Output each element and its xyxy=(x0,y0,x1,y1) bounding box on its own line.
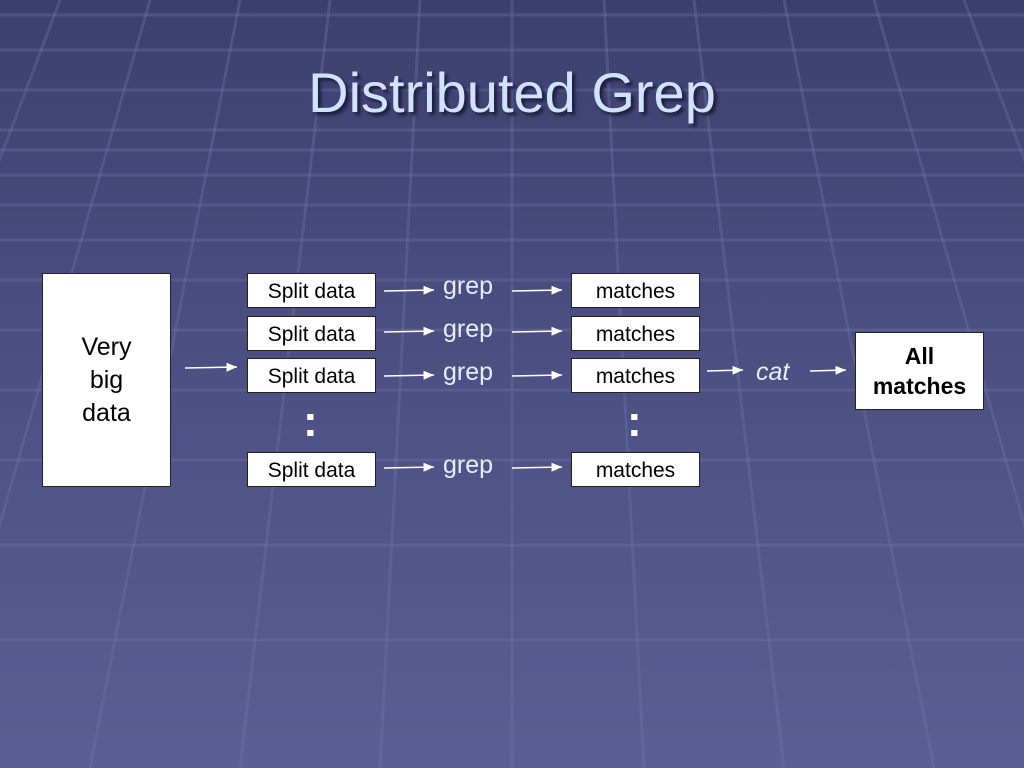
matches-box-4: matches xyxy=(571,452,700,487)
arrow-split-to-grep-3 xyxy=(383,370,435,380)
split-data-box-4: Split data xyxy=(247,452,376,487)
split-data-box-2: Split data xyxy=(247,316,376,351)
arrow-split-to-grep-2 xyxy=(383,326,435,336)
input-box-line-1: Very xyxy=(81,332,132,361)
all-matches-box: All matches xyxy=(855,332,984,410)
arrow-matches-to-cat xyxy=(706,365,744,375)
input-box-line-2: big xyxy=(89,365,124,394)
split-data-box-1: Split data xyxy=(247,273,376,308)
arrow-cat-to-all-matches xyxy=(809,365,847,375)
slide-title: Distributed Grep xyxy=(308,61,716,124)
matches-ellipsis: : xyxy=(627,397,642,446)
matches-box-3: matches xyxy=(571,358,700,393)
arrow-split-to-grep-1 xyxy=(383,285,435,295)
matches-box-1: matches xyxy=(571,273,700,308)
split-ellipsis: : xyxy=(303,397,318,446)
arrow-grep-to-matches-1 xyxy=(511,285,563,295)
arrow-grep-to-matches-4 xyxy=(511,462,563,472)
very-big-data-box: Very big data xyxy=(42,273,171,487)
arrow-input-to-splits xyxy=(184,362,238,372)
grep-label-2: grep xyxy=(443,315,494,343)
split-data-box-3: Split data xyxy=(247,358,376,393)
arrow-split-to-grep-4 xyxy=(383,462,435,472)
grep-label-4: grep xyxy=(443,451,494,479)
matches-box-2: matches xyxy=(571,316,700,351)
input-box-line-3: data xyxy=(82,398,131,427)
output-box-line-1: All xyxy=(904,343,935,369)
arrow-grep-to-matches-2 xyxy=(511,326,563,336)
cat-label: cat xyxy=(756,358,790,386)
output-box-line-2: matches xyxy=(872,373,967,399)
grep-label-1: grep xyxy=(443,272,494,300)
grep-label-3: grep xyxy=(443,358,494,386)
arrow-grep-to-matches-3 xyxy=(511,370,563,380)
